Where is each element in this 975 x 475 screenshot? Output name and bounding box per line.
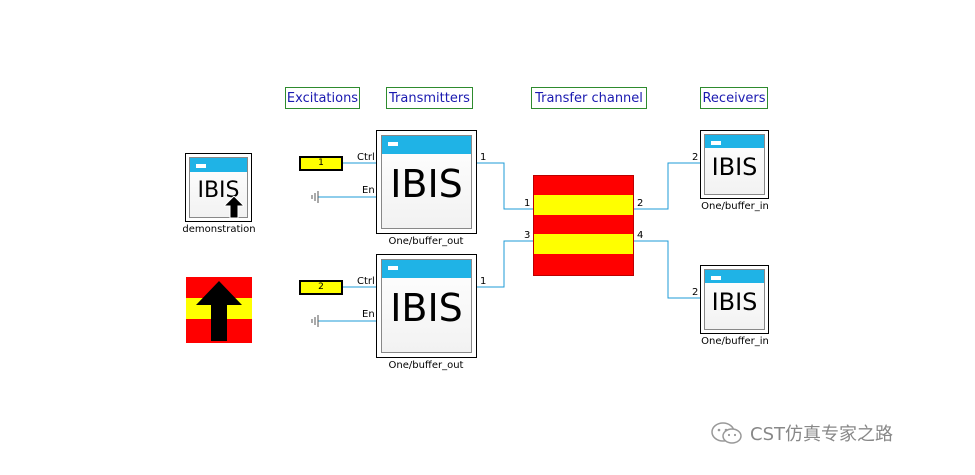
wire-tx1-ch1 <box>477 162 533 210</box>
receiver-1[interactable]: IBIS <box>700 130 769 199</box>
transmitter-2-ibis-text: IBIS <box>390 286 463 330</box>
demonstration-label: demonstration <box>182 224 256 235</box>
transmitter-1-pin-out: 1 <box>480 152 487 163</box>
receiver-2-ibis-text: IBIS <box>711 288 758 316</box>
watermark: CST仿真专家之路 <box>710 420 893 446</box>
channel-pin-2: 2 <box>637 198 644 209</box>
port-1[interactable]: 1 <box>299 156 343 171</box>
excitation-arrow-block[interactable] <box>186 277 252 343</box>
receiver-1-ibis-text: IBIS <box>711 153 758 181</box>
transmitter-1-pin-ctrl: Ctrl <box>357 152 375 163</box>
channel-pin-3: 3 <box>524 230 531 241</box>
section-label-transmitters: Transmitters <box>386 87 473 109</box>
transmitter-1[interactable]: IBIS <box>376 130 477 234</box>
section-label-excitations: Excitations <box>285 87 360 109</box>
transmitter-2[interactable]: IBIS <box>376 254 477 358</box>
transmitter-1-label: One/buffer_out <box>388 236 464 247</box>
transmitter-1-ibis-text: IBIS <box>390 162 463 206</box>
channel-pin-1: 1 <box>524 198 531 209</box>
up-arrow-icon <box>196 281 242 341</box>
wire-ch2-rx1 <box>634 162 700 210</box>
receiver-2-pin: 2 <box>692 287 699 298</box>
ground-icon-top <box>311 191 319 203</box>
section-label-receivers: Receivers <box>700 87 768 109</box>
receiver-2[interactable]: IBIS <box>700 265 769 334</box>
wechat-icon <box>711 422 742 444</box>
transfer-channel-block[interactable] <box>533 175 634 276</box>
receiver-2-label: One/buffer_in <box>701 336 769 347</box>
watermark-text: CST仿真专家之路 <box>750 424 893 445</box>
ground-icon-bottom <box>311 315 319 327</box>
up-arrow-icon <box>224 196 244 218</box>
transmitter-1-pin-en: En <box>362 185 375 196</box>
transmitter-2-label: One/buffer_out <box>388 360 464 371</box>
port-2[interactable]: 2 <box>299 280 343 295</box>
section-label-transfer-channel: Transfer channel <box>531 87 647 109</box>
receiver-1-label: One/buffer_in <box>701 201 769 212</box>
demonstration-block[interactable]: IBIS <box>185 153 252 222</box>
channel-pin-4: 4 <box>637 230 644 241</box>
transmitter-2-pin-ctrl: Ctrl <box>357 276 375 287</box>
transmitter-2-pin-out: 1 <box>480 276 487 287</box>
wire-tx2-ch3 <box>477 240 533 288</box>
receiver-1-pin: 2 <box>692 152 699 163</box>
transmitter-2-pin-en: En <box>362 309 375 320</box>
wire-ch4-rx2 <box>634 240 700 299</box>
